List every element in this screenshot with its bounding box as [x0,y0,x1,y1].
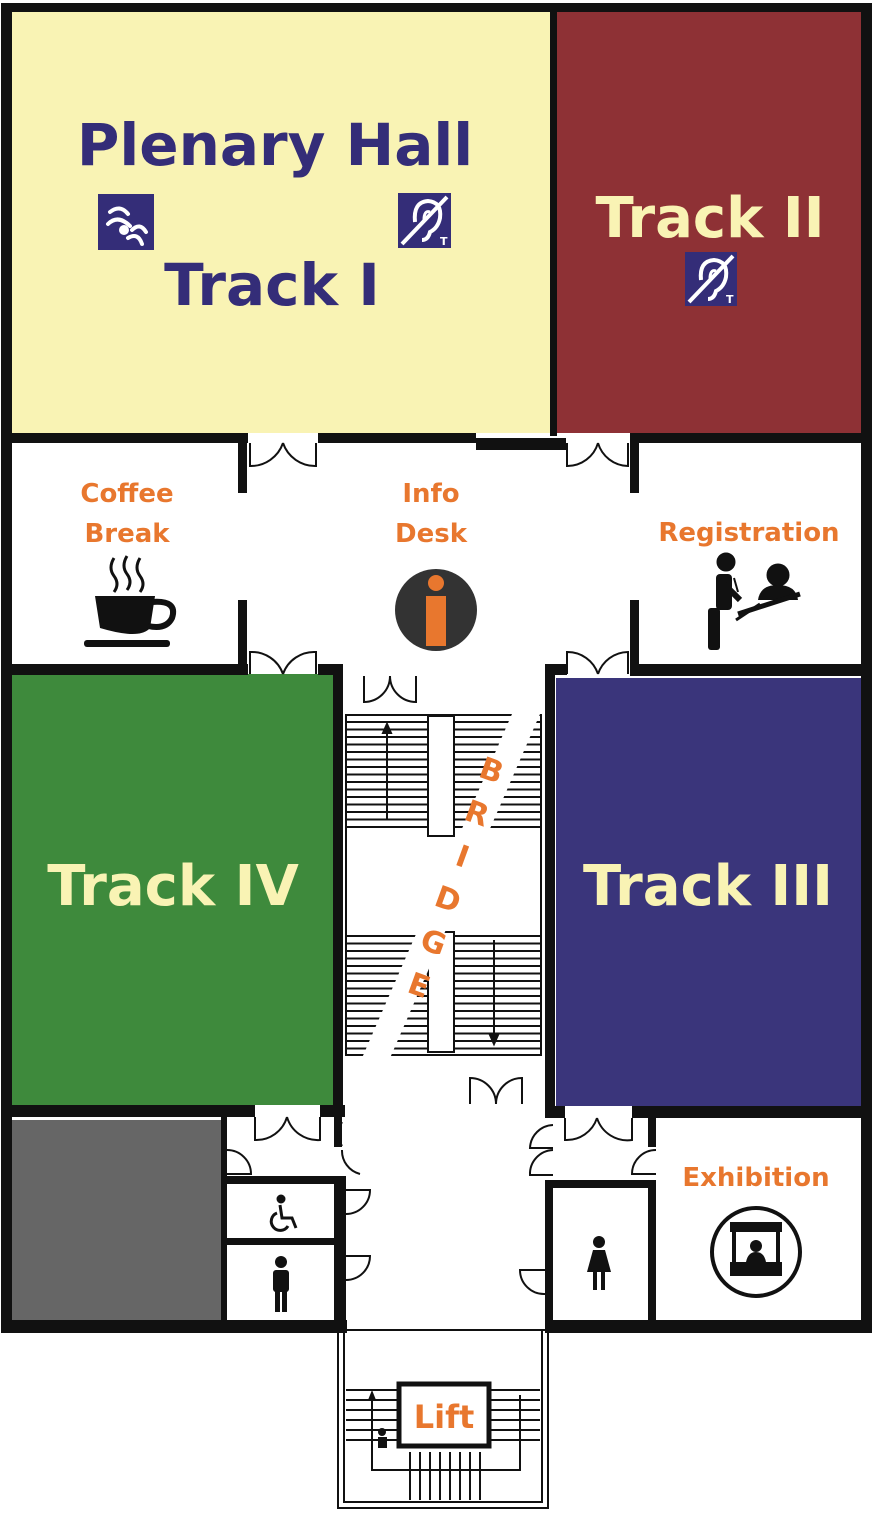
lift-box[interactable] [396,1381,492,1449]
track-ii-room[interactable] [557,11,862,433]
info-desk-label-line1: Info [402,479,459,509]
track-i-title: Track I [164,251,380,319]
sign-language-icon [98,194,154,250]
lift-label: Lift [414,1398,475,1436]
coffee-break-label-line2: Break [84,519,170,549]
plenary-hall-title: Plenary Hall [77,111,473,179]
svg-text:T: T [726,293,734,306]
info-desk-label-line2: Desk [395,519,468,549]
plenary-hall-room[interactable] [11,11,550,433]
exhibition-booth-icon [710,1206,802,1298]
bridge-walkway [362,714,540,1058]
wheelchair-icon [269,1194,298,1232]
walls [1,3,872,1333]
track-iv-title: Track IV [47,854,299,919]
svg-text:T: T [440,235,448,248]
coffee-break-label-line1: Coffee [80,479,173,509]
exhibition-label: Exhibition [682,1163,829,1193]
lift-stairs [346,1389,540,1500]
storage-room [11,1120,223,1320]
hearing-loop-icon: T [685,252,737,306]
track-ii-title: Track II [595,186,824,251]
stairs-icon [368,1390,387,1448]
lift-stairwell [337,1329,549,1509]
doors [226,442,657,1296]
registration-desk-icon [708,552,801,650]
track-iv-room[interactable] [11,674,333,1105]
coffee-cup-icon [84,555,176,647]
track-iii-title: Track III [583,854,833,919]
hearing-loop-icon: T [398,193,451,248]
women-restroom-icon [587,1236,611,1290]
men-restroom-icon [273,1256,289,1312]
track-iii-room[interactable] [556,678,861,1106]
bridge-arrows [381,721,500,1047]
info-icon [395,569,477,651]
registration-label: Registration [658,518,839,548]
